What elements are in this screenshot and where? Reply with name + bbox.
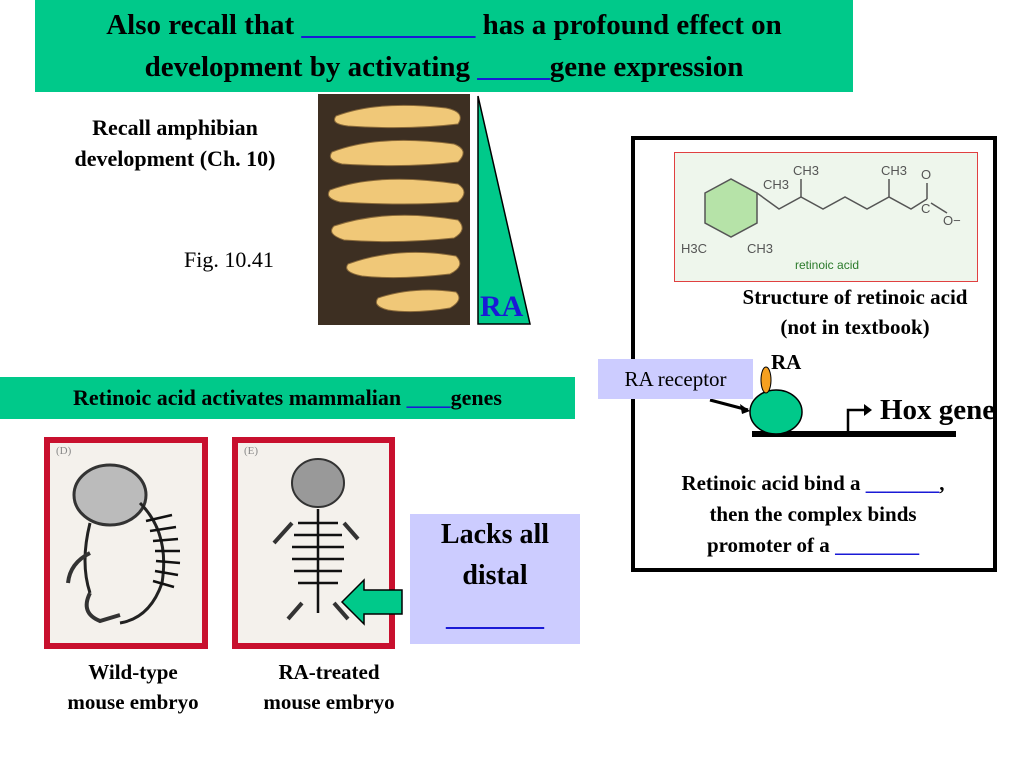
title-line-2: development by activating _____gene expr… — [144, 51, 744, 83]
mechanism-panel — [631, 136, 997, 572]
tadpole-illustration — [318, 94, 470, 325]
chem-label-ch3-b: CH3 — [793, 163, 819, 178]
chem-label-ch3-d: CH3 — [747, 241, 773, 256]
retinoic-acid-structure-diagram: CH3 CH3 CH3 O C O− H3C CH3 retinoic acid — [681, 163, 961, 272]
binding-explanation: Retinoic acid bind a _______, then the c… — [681, 471, 945, 557]
wild-type-skeleton-illustration — [66, 463, 181, 625]
figure-reference: Fig. 10.41 — [184, 247, 274, 272]
tadpole-series-photo — [318, 94, 470, 325]
lacks-blank: _______ — [446, 601, 544, 632]
wild-type-caption: Wild-type mouse embryo — [67, 660, 199, 714]
ra-gradient-triangle — [477, 95, 531, 325]
title-banner: Also recall that ____________ has a prof… — [35, 0, 853, 92]
mammalian-banner: Retinoic acid activates mammalian ____ge… — [0, 377, 575, 419]
retinoic-acid-structure-image: CH3 CH3 CH3 O C O− H3C CH3 retinoic acid — [674, 152, 978, 282]
chem-label-ch3-c: CH3 — [881, 163, 907, 178]
ra-ligand-label: RA — [771, 350, 802, 374]
panel-label-e: (E) — [244, 445, 259, 457]
title-blank-1: ____________ — [301, 9, 476, 41]
chem-label-c: C — [921, 201, 930, 216]
bind-blank-1: _______ — [865, 471, 940, 495]
ra-treated-caption: RA-treated mouse embryo — [263, 660, 395, 714]
left-arrow-icon — [340, 578, 403, 626]
ra-receptor-label: RA receptor — [598, 359, 753, 399]
mammal-blank: ____ — [406, 385, 451, 410]
lacks-distal-box: Lacks all distal _______ — [410, 514, 580, 644]
receptor-shape — [749, 389, 803, 435]
hox-gene-label: Hox gene — [880, 394, 996, 426]
recall-amphibian-text: Recall amphibian development (Ch. 10) — [74, 115, 276, 171]
promoter-arrow — [846, 408, 868, 432]
ra-treated-embryo-image: (E) — [232, 437, 395, 649]
chem-label-o-top: O — [921, 167, 931, 182]
chem-name-label: retinoic acid — [795, 258, 859, 272]
chem-label-h3c: H3C — [681, 241, 707, 256]
ra-treated-skeleton-illustration — [272, 458, 360, 621]
chem-label-ch3-a: CH3 — [763, 177, 789, 192]
bind-blank-2: ________ — [835, 533, 920, 557]
ra-ligand-shape — [760, 366, 772, 394]
chem-label-o-minus: O− — [943, 213, 961, 228]
title-line-1: Also recall that ____________ has a prof… — [106, 9, 782, 41]
panel-label-d: (D) — [56, 445, 72, 457]
hox-activation-diagram — [709, 366, 956, 437]
ra-gradient-label: RA — [480, 290, 524, 323]
title-blank-2: _____ — [477, 51, 550, 83]
wild-type-embryo-image: (D) — [44, 437, 208, 649]
structure-caption: Structure of retinoic acid (not in textb… — [742, 285, 968, 339]
